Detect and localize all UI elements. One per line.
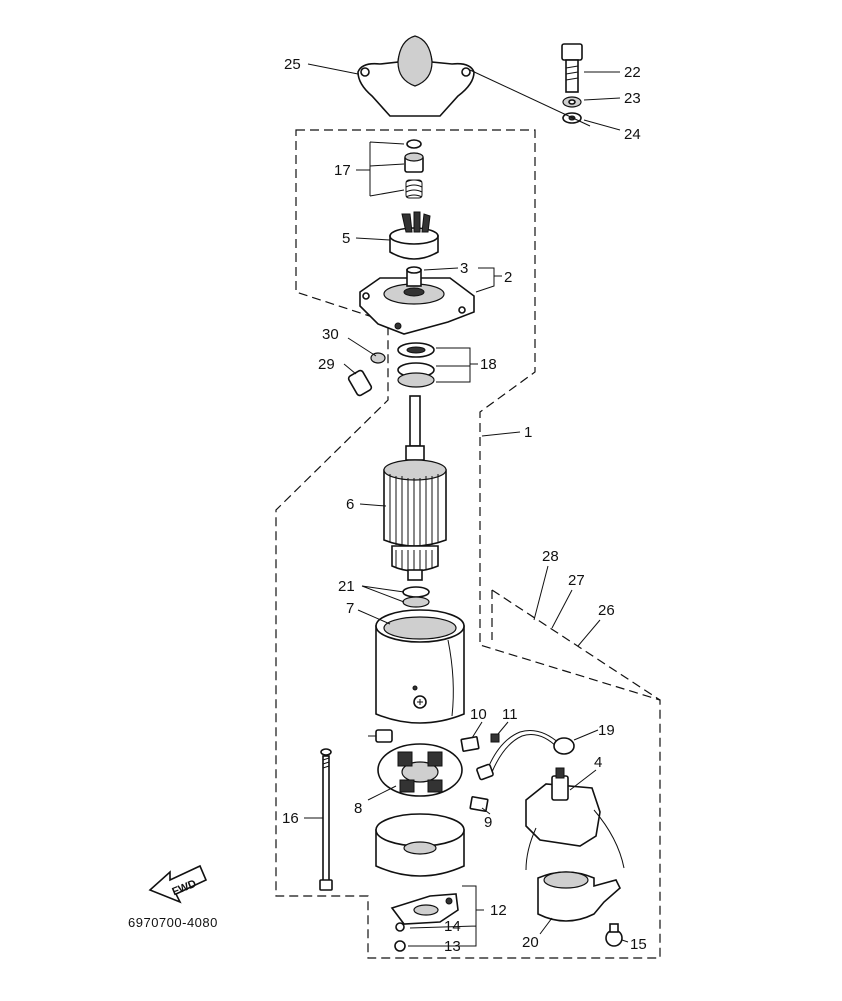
brush-lower-part — [469, 796, 489, 812]
callout-26: 26 — [598, 602, 615, 619]
brush-part — [460, 733, 500, 752]
callout-19: 19 — [598, 722, 615, 739]
callout-12: 12 — [490, 902, 507, 919]
callout-18: 18 — [480, 356, 497, 373]
fwd-arrow-icon: FWD — [148, 864, 208, 904]
callout-21: 21 — [338, 578, 355, 595]
callout-20: 20 — [522, 934, 539, 951]
bolt-part — [561, 43, 583, 93]
callout-13: 13 — [444, 938, 461, 955]
callout-2: 2 — [504, 269, 512, 286]
callout-11: 11 — [502, 706, 518, 723]
callout-25: 25 — [284, 56, 301, 73]
callout-23: 23 — [624, 90, 641, 107]
callout-22: 22 — [624, 64, 641, 81]
callout-3: 3 — [460, 260, 468, 277]
callout-27: 27 — [568, 572, 585, 589]
rear-cover-part — [375, 813, 465, 877]
screw-bottom-right-part — [605, 923, 623, 947]
top-cap-part — [357, 35, 475, 117]
pinion-gear-part — [389, 211, 439, 260]
front-bracket-part — [359, 266, 475, 335]
callout-10: 10 — [470, 706, 487, 723]
end-plate-part — [390, 893, 459, 952]
armature-part — [383, 395, 447, 581]
through-bolt-part — [319, 748, 333, 891]
callout-5: 5 — [342, 230, 350, 247]
callout-24: 24 — [624, 126, 641, 143]
spring-washer-part — [562, 96, 582, 108]
callout-1: 1 — [524, 424, 532, 441]
callout-9: 9 — [484, 814, 492, 831]
lead-wire-part — [476, 730, 575, 781]
callout-4: 4 — [594, 754, 602, 771]
thrust-washer-set — [397, 342, 435, 388]
yoke-terminal — [368, 729, 393, 743]
solenoid-part — [525, 767, 625, 871]
callout-30: 30 — [322, 326, 339, 343]
solenoid-boundary-dashed — [491, 589, 661, 701]
brush-holder-part — [377, 743, 463, 797]
drawing-code: 6970700-4080 — [128, 915, 218, 930]
assembly-boundary-dashed — [275, 129, 661, 959]
leader-lines — [304, 63, 629, 947]
callout-8: 8 — [354, 800, 362, 817]
callout-28: 28 — [542, 548, 559, 565]
armature-washers — [402, 586, 430, 608]
callout-16: 16 — [282, 810, 299, 827]
pinion-stopper-set — [404, 139, 424, 199]
solenoid-bracket-part — [537, 871, 621, 922]
callout-14: 14 — [444, 918, 461, 935]
callout-7: 7 — [346, 600, 354, 617]
callout-29: 29 — [318, 356, 335, 373]
callout-17: 17 — [334, 162, 351, 179]
yoke-part — [375, 609, 465, 724]
callout-15: 15 — [630, 936, 647, 953]
side-bolt-part — [347, 352, 386, 397]
callout-6: 6 — [346, 496, 354, 513]
